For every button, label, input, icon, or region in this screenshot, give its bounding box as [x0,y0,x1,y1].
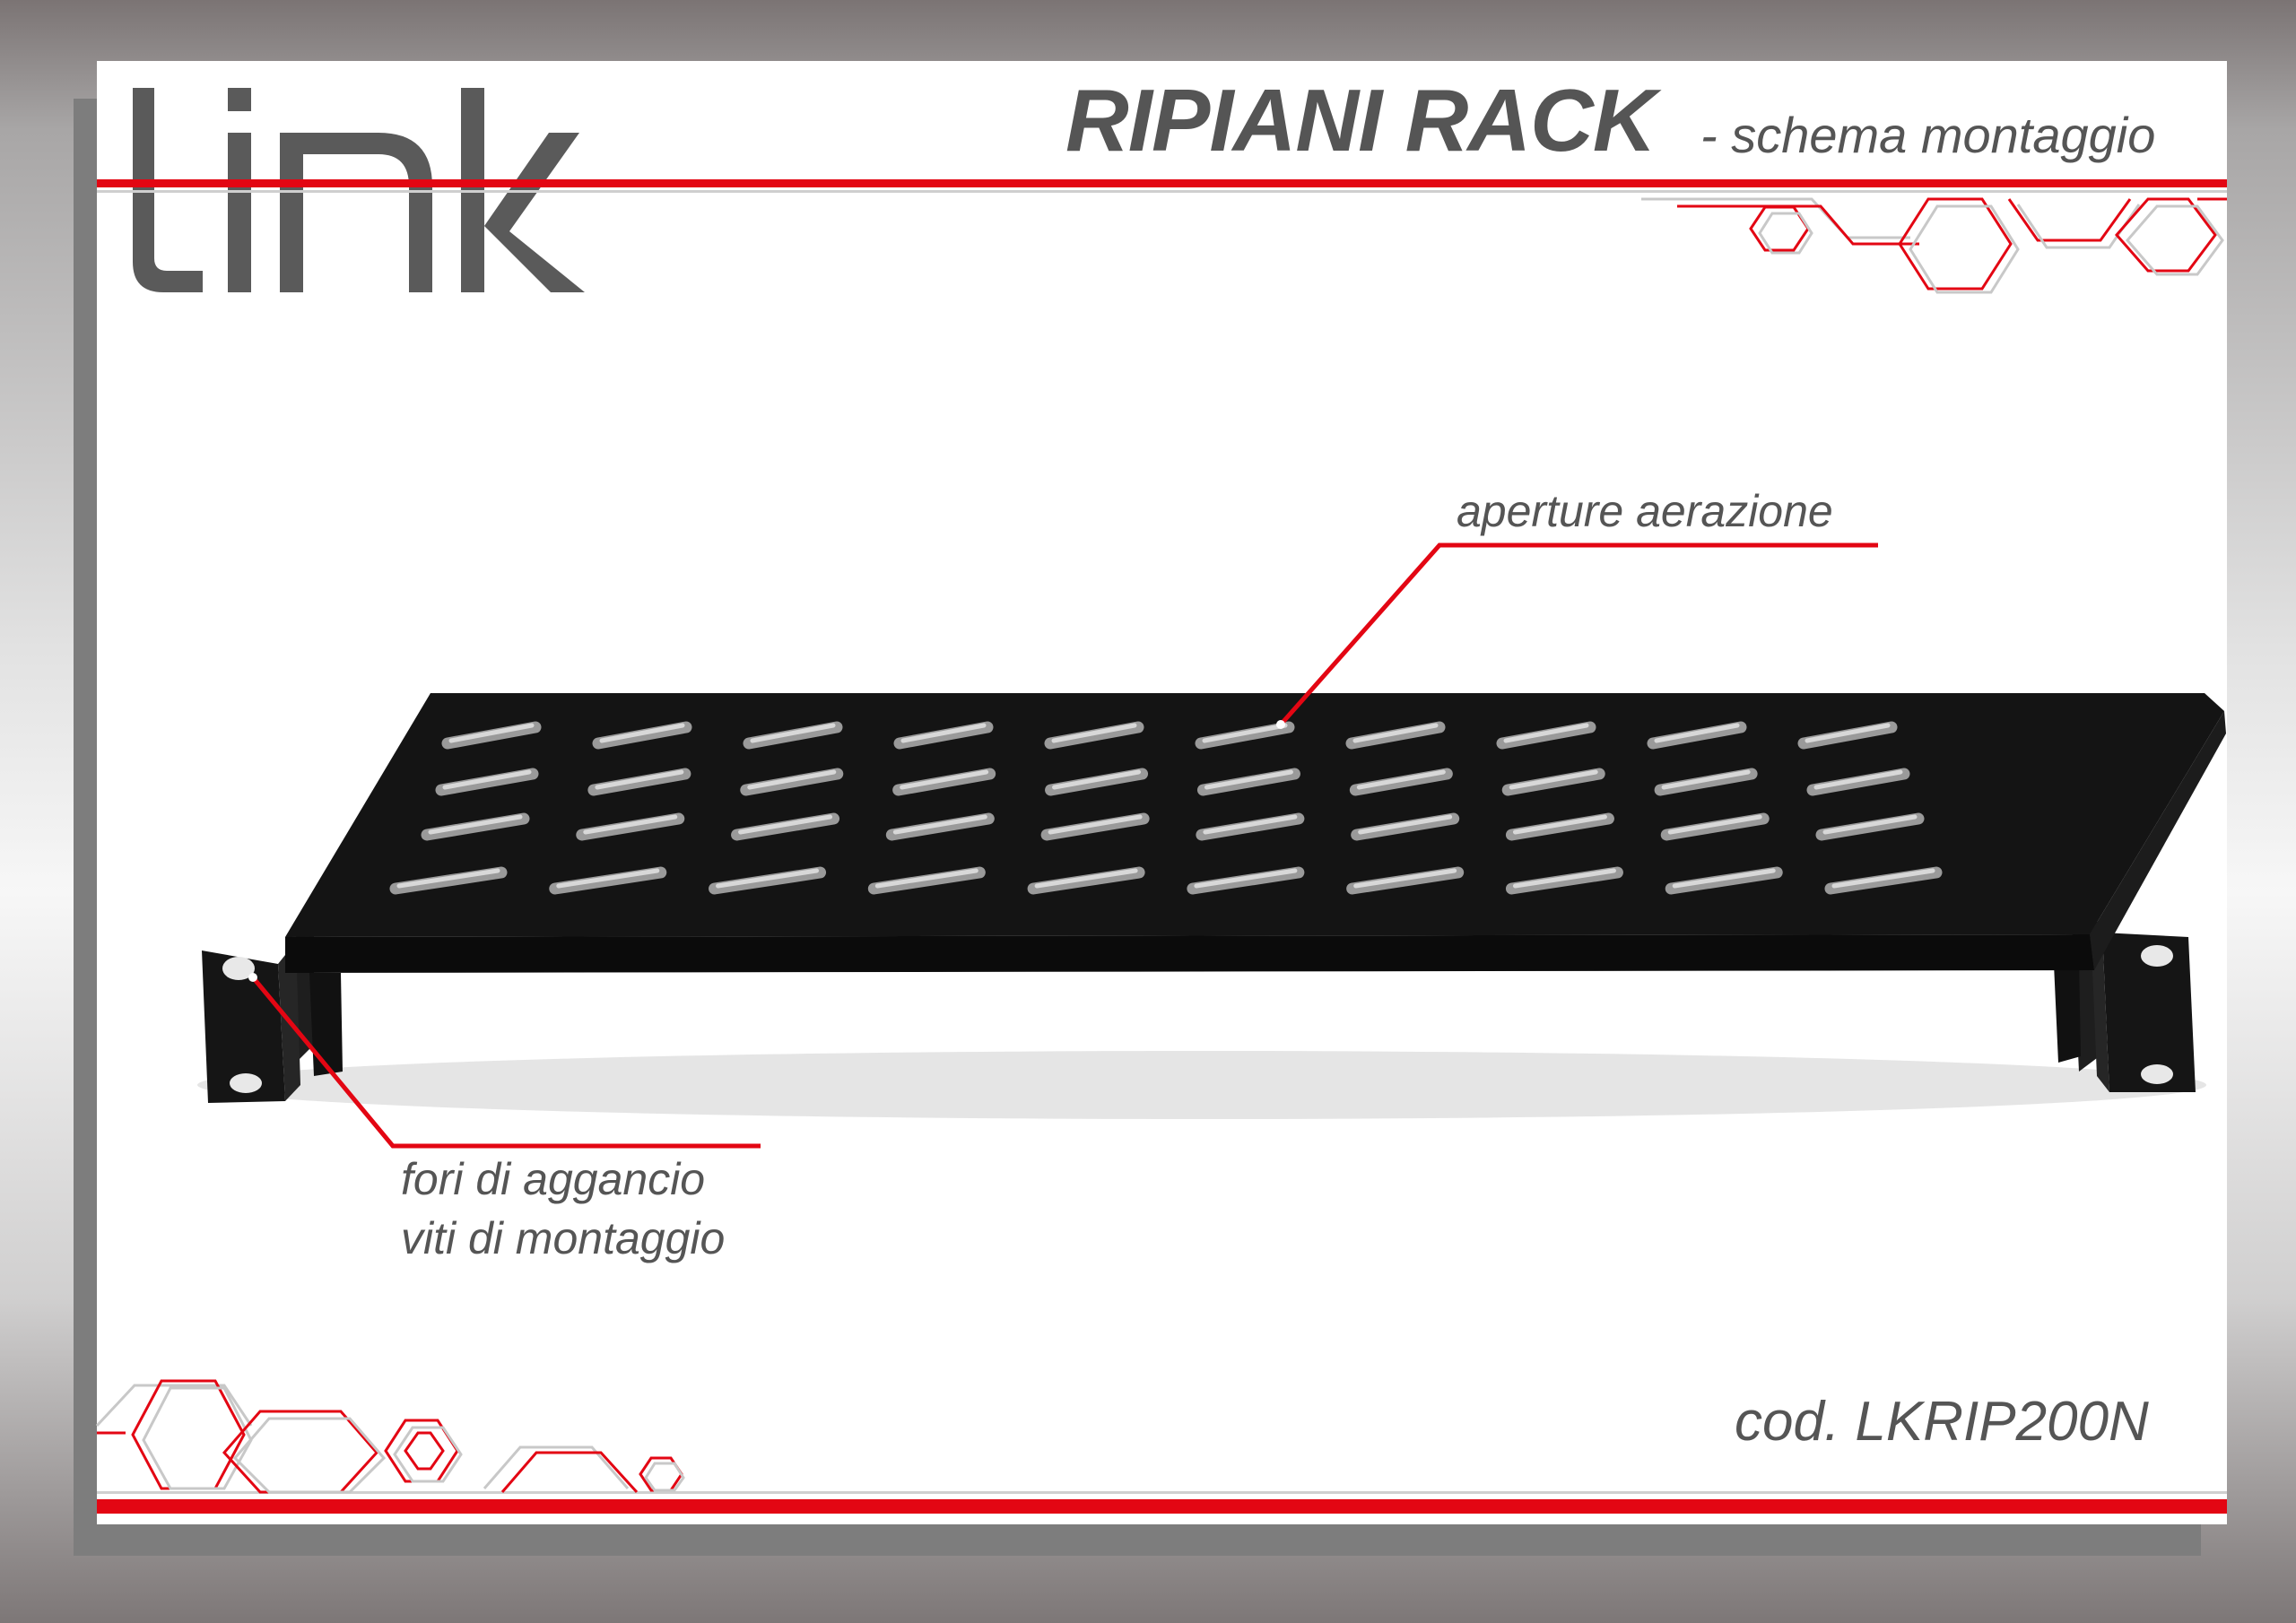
ventilation-slot-highlight [1034,868,1138,889]
ventilation-slot-highlight [1654,723,1740,743]
shelf-shadow [197,1051,2206,1119]
callout-line-mount-holes [251,976,761,1149]
ventilation-slot-highlight [428,814,523,835]
ventilation-slot-highlight [900,769,989,790]
ventilation-slot-highlight [1822,814,1918,835]
callout-mount-holes-label-line2: viti di montaggio [401,1213,726,1263]
header-rule [97,179,2227,187]
ventilation-slot-highlight [1512,814,1607,835]
page-title: RIPIANI RACK [1065,71,1657,169]
ventilation-slot-highlight [750,723,836,743]
ventilation-slots [389,721,1943,895]
ventilation-slot-highlight [1051,723,1137,743]
ventilation-slot-highlight [716,868,820,889]
link-logo [133,88,585,292]
ventilation-slot-highlight [396,868,500,889]
ventilation-slot-highlight [1194,868,1298,889]
ventilation-slot-highlight [900,723,987,743]
ventilation-slot-highlight [1509,769,1598,790]
ventilation-slot-highlight [1048,814,1143,835]
ventilation-slot-highlight [747,769,837,790]
ventilation-slot-highlight [595,769,684,790]
ventilation-slot-highlight [1202,723,1288,743]
ventilation-slot-highlight [1661,769,1751,790]
ventilation-slot-highlight [599,723,685,743]
callout-line-ventilation [1279,542,1878,726]
ventilation-slot-highlight [1204,769,1293,790]
ventilation-slot-highlight [1358,814,1453,835]
ventilation-slot-highlight [1352,723,1439,743]
ventilation-slot-highlight [1512,868,1616,889]
ventilation-slot-highlight [556,868,660,889]
ventilation-slot-highlight [1353,868,1457,889]
ventilation-slot-highlight [1831,868,1935,889]
ventilation-slot-highlight [892,814,987,835]
ventilation-slot-highlight [874,868,978,889]
ventilation-slot-highlight [738,814,833,835]
callout-ventilation-label: aperture aerazione [1457,486,1833,536]
footer-rule [97,1499,2227,1514]
ventilation-slot-highlight [1356,769,1446,790]
hexagon-pattern-top [1641,197,2227,294]
ventilation-slot-highlight [1503,723,1589,743]
callout-mount-holes-label-line1: fori di aggancio [401,1154,706,1204]
ventilation-slot-highlight [442,769,532,790]
ventilation-slot-highlight [1813,769,1903,790]
hexagon-pattern-bottom [95,1379,685,1494]
ventilation-slot-highlight [448,723,535,743]
ventilation-slot-highlight [1052,769,1142,790]
ventilation-slot-highlight [1667,814,1762,835]
ventilation-slot-highlight [1203,814,1298,835]
product-code: cod. LKRIP200N [1735,1391,2149,1453]
page-subtitle: - schema montaggio [1700,107,2156,163]
ventilation-slot-highlight [1805,723,1891,743]
rack-shelf [202,693,2226,1103]
ventilation-slot-highlight [583,814,678,835]
ventilation-slot-highlight [1672,868,1776,889]
